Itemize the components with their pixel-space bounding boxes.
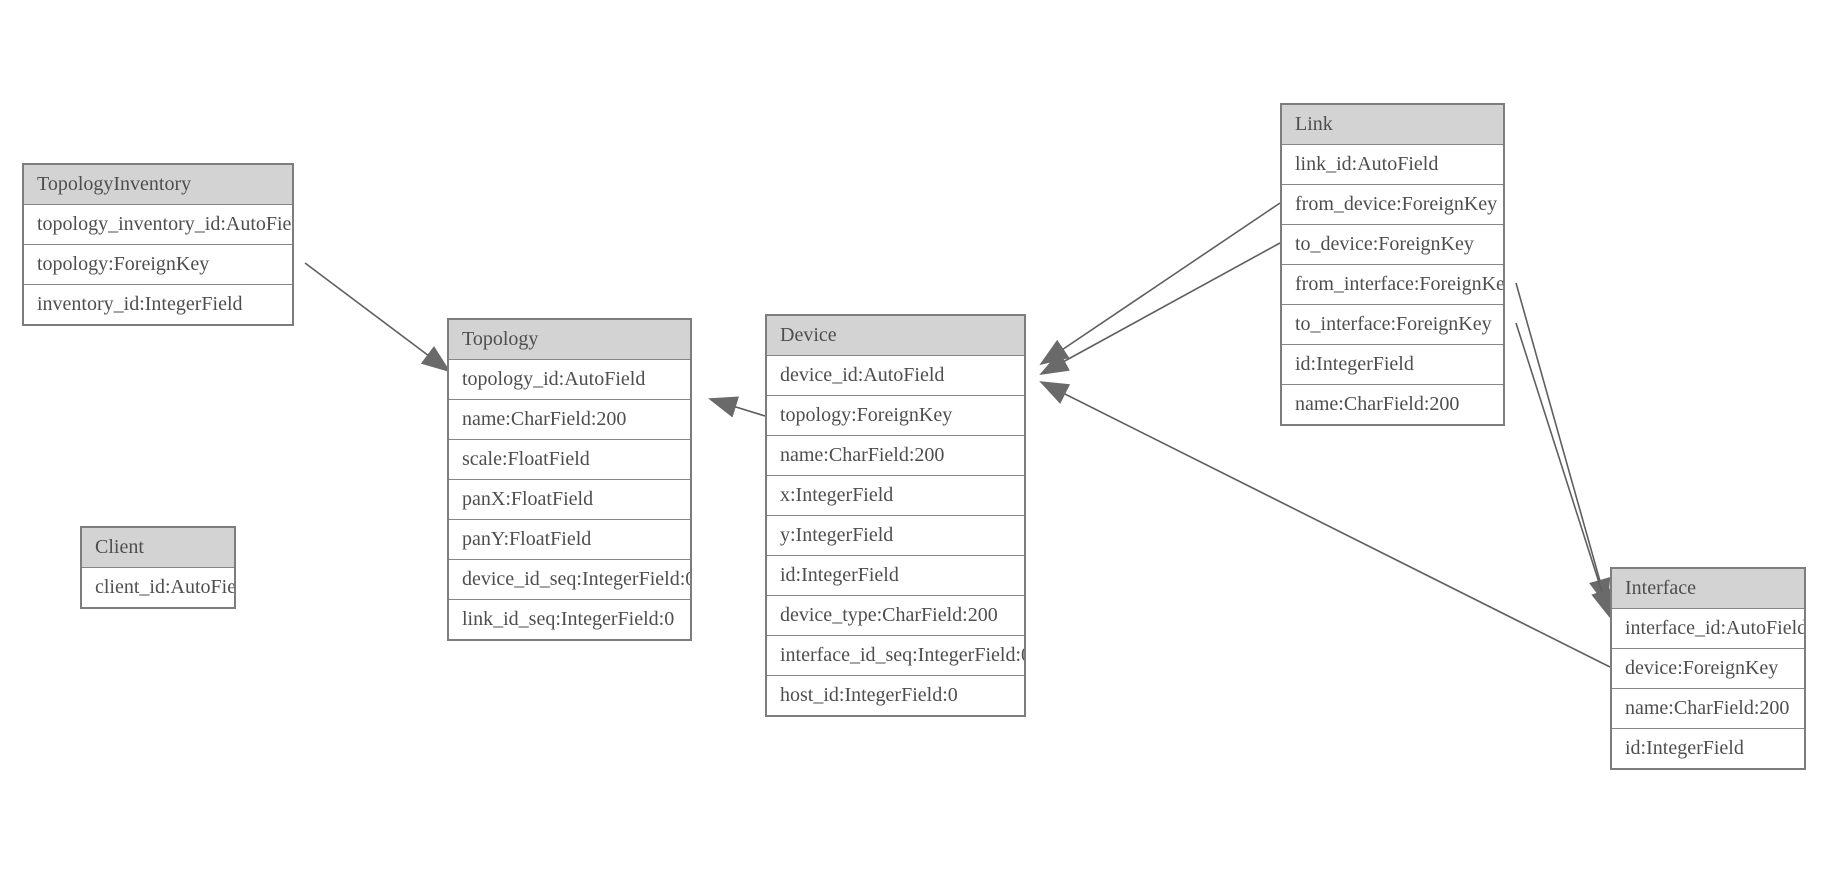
- entity-field-row: topology_inventory_id:AutoField: [24, 204, 292, 244]
- entity-field-row: topology:ForeignKey: [767, 395, 1024, 435]
- entity-field-row: topology:ForeignKey: [24, 244, 292, 284]
- edge-link-from_device-to-device: [1039, 202, 1281, 366]
- entity-field-row: panY:FloatField: [449, 519, 690, 559]
- entity-title: Link: [1282, 105, 1503, 144]
- entity-field-row: device_type:CharField:200: [767, 595, 1024, 635]
- entity-field-row: to_device:ForeignKey: [1282, 224, 1503, 264]
- entity-field-row: id:IntegerField: [767, 555, 1024, 595]
- edge-topologyinventory-topology-to-topology: [304, 262, 451, 373]
- edge-link-from_interface-to-interface: [1515, 282, 1611, 608]
- entity-field-row: interface_id:AutoField: [1612, 608, 1804, 648]
- entity-field-row: id:IntegerField: [1612, 728, 1804, 768]
- entity-field-row: device_id:AutoField: [767, 355, 1024, 395]
- edge-device-topology-to-topology: [708, 396, 766, 418]
- entity-title: Interface: [1612, 569, 1804, 608]
- entity-field-row: topology_id:AutoField: [449, 359, 690, 399]
- entity-field-row: name:CharField:200: [767, 435, 1024, 475]
- entity-field-row: link_id_seq:IntegerField:0: [449, 599, 690, 639]
- entity-field-row: client_id:AutoField: [82, 567, 234, 607]
- entity-field-row: host_id:IntegerField:0: [767, 675, 1024, 715]
- entity-field-row: device_id_seq:IntegerField:0: [449, 559, 690, 599]
- edge-link-to_device-to-device: [1039, 242, 1281, 375]
- entity-field-row: name:CharField:200: [1282, 384, 1503, 424]
- entity-title: Device: [767, 316, 1024, 355]
- entity-field-row: from_device:ForeignKey: [1282, 184, 1503, 224]
- entity-field-row: x:IntegerField: [767, 475, 1024, 515]
- entity-title: Topology: [449, 320, 690, 359]
- entity-field-row: y:IntegerField: [767, 515, 1024, 555]
- entity-field-row: id:IntegerField: [1282, 344, 1503, 384]
- entity-field-row: inventory_id:IntegerField: [24, 284, 292, 324]
- edge-link-to_interface-to-interface: [1515, 322, 1613, 619]
- entity-title: TopologyInventory: [24, 165, 292, 204]
- entity-field-row: name:CharField:200: [1612, 688, 1804, 728]
- entity-field-row: device:ForeignKey: [1612, 648, 1804, 688]
- entity-field-row: scale:FloatField: [449, 439, 690, 479]
- entity-field-row: interface_id_seq:IntegerField:0: [767, 635, 1024, 675]
- entity-title: Client: [82, 528, 234, 567]
- entity-field-row: to_interface:ForeignKey: [1282, 304, 1503, 344]
- entity-field-row: from_interface:ForeignKey: [1282, 264, 1503, 304]
- entity-field-row: name:CharField:200: [449, 399, 690, 439]
- entity-field-row: panX:FloatField: [449, 479, 690, 519]
- entity-field-row: link_id:AutoField: [1282, 144, 1503, 184]
